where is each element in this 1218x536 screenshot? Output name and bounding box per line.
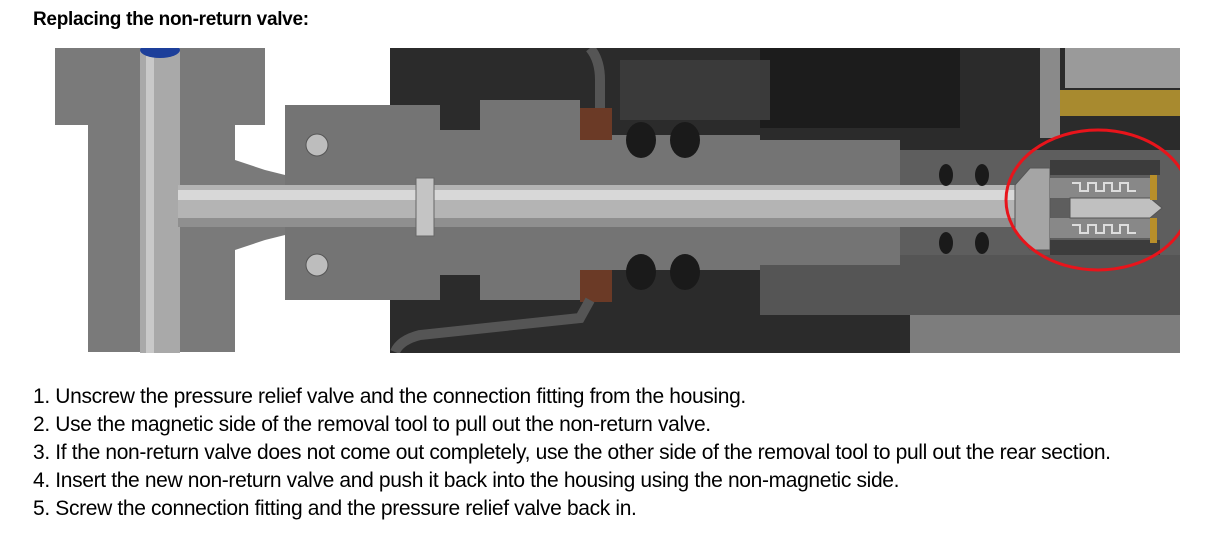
- section-heading: Replacing the non-return valve:: [33, 9, 309, 30]
- brown-seal: [580, 270, 612, 302]
- shaft-collar: [415, 177, 435, 237]
- threaded-part: [1065, 48, 1180, 88]
- pipe: [390, 297, 595, 353]
- step-item: 4. Insert the new non-return valve and p…: [33, 469, 900, 492]
- step-item: 5. Screw the connection fitting and the …: [33, 497, 637, 520]
- ball: [305, 253, 329, 277]
- ball: [305, 133, 329, 157]
- o-ring: [670, 122, 700, 158]
- step-item: 1. Unscrew the pressure relief valve and…: [33, 385, 746, 408]
- gold-block: [1060, 90, 1180, 116]
- brown-seal: [580, 108, 612, 140]
- non-return-valve: [1014, 160, 1163, 255]
- highlight-circle: [1004, 128, 1180, 272]
- step-item: 2. Use the magnetic side of the removal …: [33, 413, 711, 436]
- step-item: 3. If the non-return valve does not come…: [33, 441, 1111, 464]
- upper-dark-block: [760, 48, 960, 128]
- blue-seal: [140, 48, 180, 58]
- instruction-steps: 1. Unscrew the pressure relief valve and…: [33, 383, 1111, 523]
- o-ring: [626, 122, 656, 158]
- valve-cross-section-diagram: [55, 48, 1180, 353]
- o-ring: [626, 254, 656, 290]
- o-ring: [670, 254, 700, 290]
